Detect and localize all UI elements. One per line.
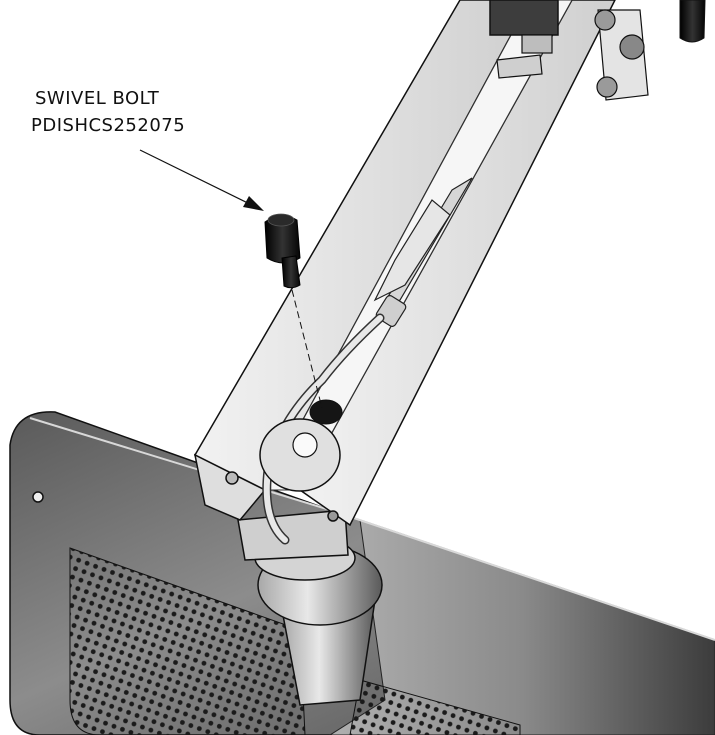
swivel-bolt-shank <box>281 255 301 289</box>
swivel-bolt-hole <box>309 399 343 425</box>
top-hardware <box>489 0 706 101</box>
swivel-base <box>237 509 383 706</box>
gas-spring-body <box>373 199 451 302</box>
arm-side-screw <box>327 510 339 522</box>
swivel-joint <box>259 399 343 492</box>
leader-line <box>139 149 259 209</box>
top-bracket-tab <box>521 34 553 54</box>
callout-leader <box>139 149 264 211</box>
arm-left-plate-bottom <box>193 453 267 521</box>
callout-title: SWIVEL BOLT <box>35 88 160 109</box>
base-bracket <box>237 509 349 561</box>
arm-pivot-pin <box>225 471 239 485</box>
gas-spring <box>373 177 473 327</box>
top-knob <box>679 0 706 43</box>
leader-arrowhead <box>243 196 264 211</box>
panel-screw-hole <box>32 491 44 503</box>
top-bracket <box>489 0 559 36</box>
swivel-bolt <box>264 213 301 289</box>
swivel-bolt-socket <box>267 213 295 227</box>
top-nut-2 <box>619 34 645 60</box>
bolt-alignment-line <box>291 289 323 409</box>
cable-highlight <box>263 315 383 543</box>
top-nut-1 <box>594 9 616 31</box>
swivel-hex-socket <box>292 432 318 458</box>
top-nut-3 <box>596 76 618 98</box>
vent-grille-left <box>69 547 306 735</box>
top-stud <box>496 54 543 79</box>
vent-grille-right <box>349 679 521 735</box>
callout-part-number: PDISHCS252075 <box>31 115 186 136</box>
